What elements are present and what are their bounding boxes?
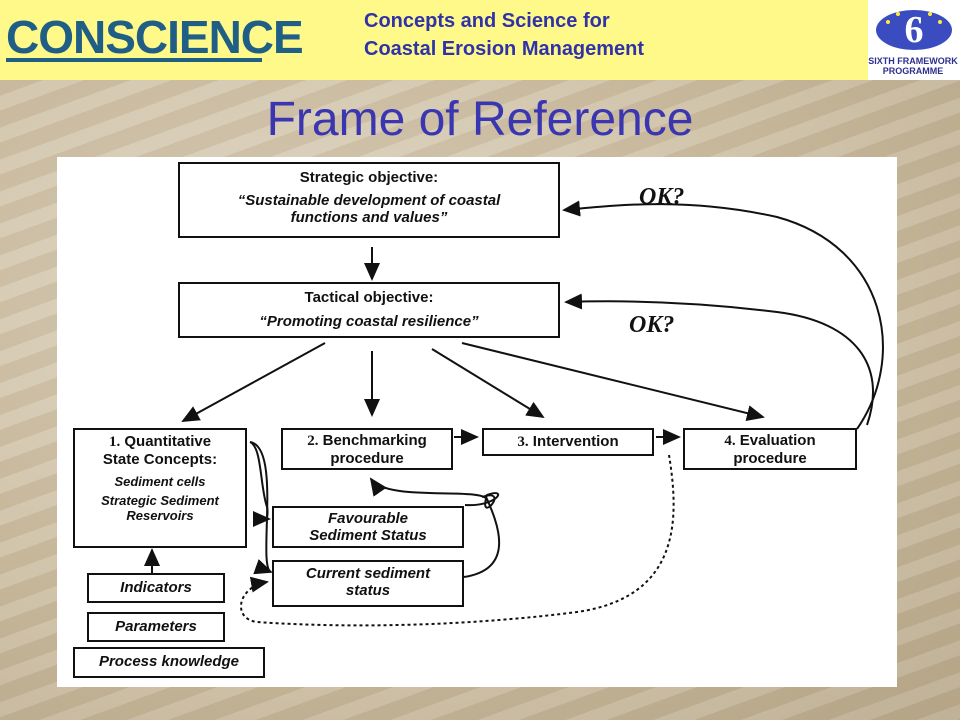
quant-item-reservoirs-2: Reservoirs	[126, 508, 194, 523]
intervention-number: 3.	[517, 434, 529, 450]
arrow-current-to-bench	[369, 477, 501, 578]
tactical-text: “Promoting coastal resilience”	[259, 313, 479, 330]
benchmarking-box: 2. Benchmarking procedure	[281, 428, 453, 470]
parameters-label: Parameters	[115, 618, 197, 635]
quant-number: 1.	[108, 434, 121, 450]
ok-question-strategic: OK?	[639, 184, 685, 210]
framework-programme-logo: 6	[868, 0, 960, 80]
quantitative-state-concepts-box: 1. Quantitative State Concepts: Sediment…	[73, 428, 247, 548]
conscience-logo: CONSCIENCE	[0, 0, 304, 80]
loop-favourable	[464, 492, 500, 509]
current-line-2: status	[345, 582, 391, 599]
logo-underline	[6, 58, 262, 62]
bench-number: 2.	[307, 433, 319, 449]
indicators-box: Indicators	[87, 573, 225, 603]
arrow-tactical-to-evaluation	[461, 342, 765, 421]
intervention-label: Intervention	[532, 433, 619, 450]
header-line-1: Concepts and Science for	[364, 10, 610, 32]
header-line-2: Coastal Erosion Management	[364, 38, 645, 60]
indicators-label: Indicators	[120, 579, 192, 596]
favourable-line-1: Favourable	[327, 510, 409, 527]
bench-line-2: procedure	[330, 450, 404, 467]
tactical-objective-box: Tactical objective: “Promoting coastal r…	[178, 282, 560, 338]
dotted-arrow-intervention-to-current	[240, 454, 675, 627]
ok-question-tactical: OK?	[629, 312, 675, 338]
slide-title: Frame of Reference	[266, 93, 694, 146]
strategic-objective-box: Strategic objective: “Sustainable develo…	[178, 162, 560, 238]
bench-line-1: Benchmarking	[322, 432, 427, 449]
evaluation-line-2: procedure	[733, 450, 807, 467]
feedback-arrow-tactical	[564, 293, 874, 426]
quant-item-sediment-cells: Sediment cells	[114, 474, 206, 489]
arrow-tactical-to-quant	[181, 342, 326, 422]
current-sediment-status-box: Current sediment status	[272, 560, 464, 607]
strategic-text-2: functions and values”	[290, 209, 448, 226]
quant-heading-1: Quantitative	[124, 433, 212, 450]
strategic-text-1: “Sustainable development of coastal	[237, 192, 501, 209]
process-knowledge-label: Process knowledge	[98, 653, 240, 670]
header: CONSCIENCE Concepts and Science for Coas…	[0, 0, 960, 80]
tactical-heading: Tactical objective:	[304, 289, 434, 306]
favourable-line-2: Sediment Status	[309, 527, 427, 544]
fp6-icon: 6	[876, 9, 952, 51]
programme-label: SIXTH FRAMEWORK PROGRAMME	[868, 56, 958, 76]
process-knowledge-box: Process knowledge	[73, 647, 265, 678]
evaluation-box: 4. Evaluation procedure	[683, 428, 857, 470]
current-line-1: Current sediment	[305, 565, 431, 582]
intervention-box: 3. Intervention	[482, 428, 654, 456]
favourable-sediment-status-box: Favourable Sediment Status	[272, 506, 464, 548]
quant-item-reservoirs-1: Strategic Sediment	[101, 493, 219, 508]
parameters-box: Parameters	[87, 612, 225, 642]
quant-heading-2: State Concepts:	[102, 451, 218, 468]
svg-text:6: 6	[905, 9, 924, 51]
evaluation-number: 4.	[724, 433, 736, 449]
feedback-arrow-strategic	[562, 200, 884, 430]
evaluation-line-1: Evaluation	[739, 432, 816, 449]
arrow-quant-to-current	[249, 441, 273, 575]
strategic-heading: Strategic objective:	[299, 169, 439, 186]
diagram-canvas: Strategic objective: “Sustainable develo…	[57, 157, 897, 687]
arrow-tactical-to-intervention	[431, 348, 545, 419]
logo-text: CONSCIENCE	[6, 11, 304, 63]
connector-layer	[144, 200, 884, 627]
